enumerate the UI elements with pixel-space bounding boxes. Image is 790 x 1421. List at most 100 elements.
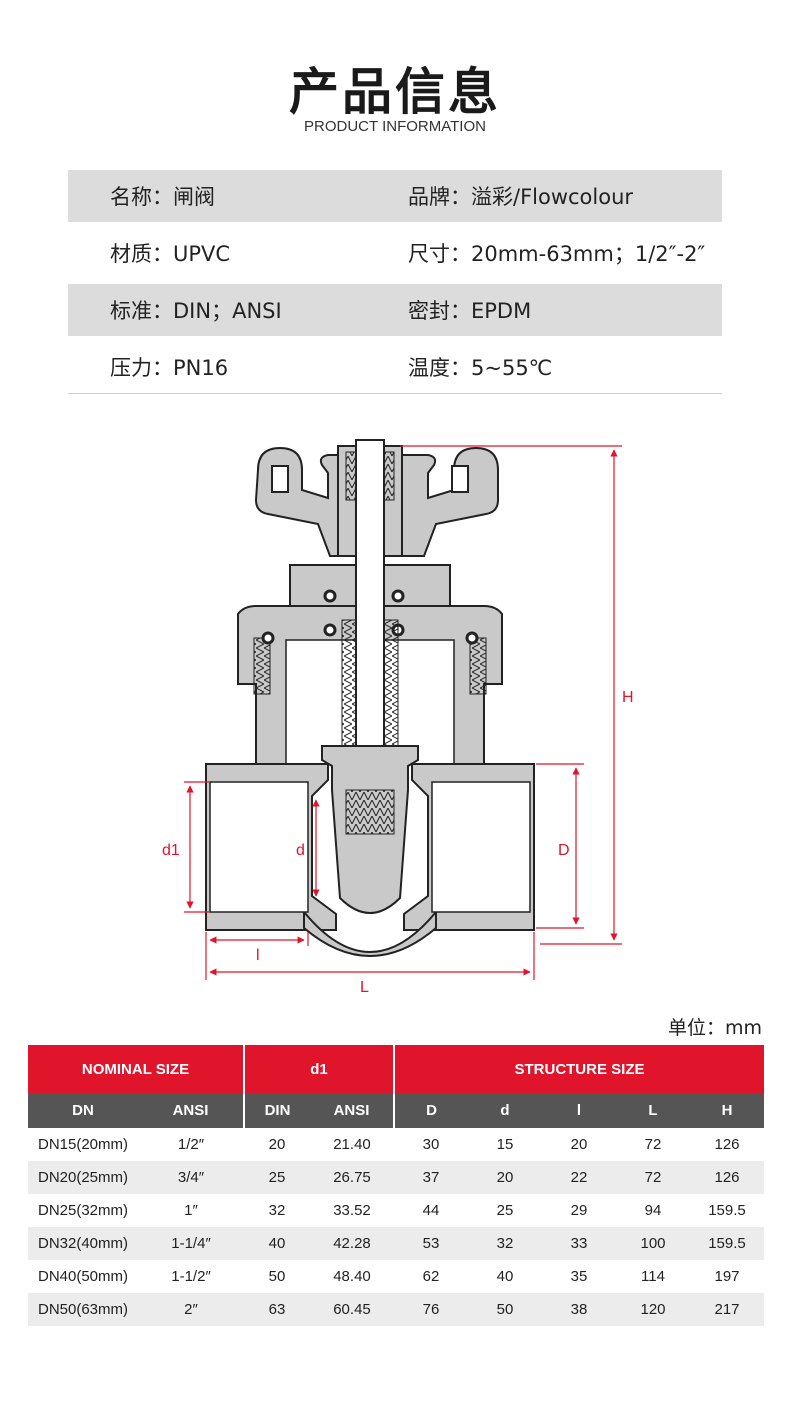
table-cell: 44 (422, 1202, 440, 1219)
bonnet-thread-left (253, 637, 271, 695)
table-cell: 25 (244, 1161, 310, 1194)
table-cell: 37 (394, 1161, 468, 1194)
o-ring-icon (323, 623, 337, 637)
col-header-H: H (690, 1093, 764, 1128)
table-cell: DN25(32mm) (37, 1202, 128, 1219)
table-cell: 50 (268, 1268, 286, 1285)
table-cell: DN20(25mm) (28, 1161, 138, 1194)
table-cell: 3/4″ (138, 1161, 244, 1194)
group-header-structure: STRUCTURE SIZE (393, 1045, 764, 1093)
o-ring-icon (465, 631, 479, 645)
table-cell: 1″ (184, 1202, 198, 1219)
table-cell: 100 (616, 1227, 690, 1260)
col-header-d1-ansi: ANSI (310, 1093, 394, 1128)
col-header-ansi: ANSI (138, 1093, 244, 1128)
table-cell: 63 (244, 1293, 310, 1326)
table-cell: 1/2″ (177, 1136, 205, 1153)
dim-label-H: H (622, 689, 634, 706)
spec-temperature: 温度：5~55℃ (408, 356, 553, 380)
spec-row: 压力：PN16 温度：5~55℃ (68, 341, 722, 394)
table-cell: 15 (496, 1136, 514, 1153)
spec-row: 材质：UPVC 尺寸：20mm-63mm；1/2″-2″ (68, 227, 722, 279)
table-cell: 20 (570, 1136, 588, 1153)
dim-label-D: D (558, 842, 570, 859)
dim-label-L: L (360, 979, 369, 995)
table-cell: 197 (714, 1268, 740, 1285)
dim-label-l: l (256, 947, 260, 964)
dim-label-d1: d1 (162, 842, 180, 859)
table-cell: 42.28 (310, 1227, 394, 1260)
col-header-din: DIN (243, 1093, 310, 1128)
table-row: DN50(63mm) 2″ 63 60.45 76 50 38 120 217 (28, 1293, 764, 1326)
spec-list: 名称：闸阀 品牌：溢彩/Flowcolour 材质：UPVC 尺寸：20mm-6… (68, 170, 722, 399)
col-header-d: d (468, 1093, 542, 1128)
spec-seal: 密封：EPDM (408, 299, 532, 323)
table-cell: 60.45 (310, 1293, 394, 1326)
spec-name: 名称：闸阀 (110, 185, 215, 209)
table-cell: 40 (244, 1227, 310, 1260)
size-table: NOMINAL SIZE d1 STRUCTURE SIZE DN ANSI D… (28, 1045, 764, 1326)
table-cell: 126 (690, 1161, 764, 1194)
table-row: DN32(40mm) 1-1/4″ 40 42.28 53 32 33 100 … (28, 1227, 764, 1260)
table-cell: 72 (616, 1161, 690, 1194)
col-header-L: L (616, 1093, 690, 1128)
table-cell: 53 (394, 1227, 468, 1260)
table-cell: 25 (496, 1202, 514, 1219)
table-cell: 40 (496, 1268, 514, 1285)
table-cell: 20 (468, 1161, 542, 1194)
group-header-nominal: NOMINAL SIZE (28, 1045, 244, 1093)
table-cell: 33 (542, 1227, 616, 1260)
table-row: DN15(20mm) 1/2″ 20 21.40 30 15 20 72 126 (28, 1128, 764, 1161)
dimension-lines (184, 445, 622, 980)
col-header-l: l (542, 1093, 616, 1128)
table-cell: 38 (542, 1293, 616, 1326)
table-cell: 72 (644, 1136, 662, 1153)
table-cell: 50 (468, 1293, 542, 1326)
table-cell: 20 (268, 1136, 286, 1153)
table-cell: 32 (268, 1202, 286, 1219)
spec-standard: 标准：DIN；ANSI (110, 299, 282, 323)
spec-size: 尺寸：20mm-63mm；1/2″-2″ (408, 242, 706, 266)
table-cell: DN50(63mm) (28, 1293, 138, 1326)
table-cell: DN15(20mm) (37, 1136, 128, 1153)
table-cell: 29 (570, 1202, 588, 1219)
o-ring-icon (261, 631, 275, 645)
unit-label: 单位：mm (667, 1017, 762, 1039)
table-cell: DN40(50mm) (37, 1268, 128, 1285)
valve-cross-section-diagram: H D d1 d l L (162, 439, 634, 995)
bonnet-thread-right (469, 637, 487, 695)
table-cell: 76 (394, 1293, 468, 1326)
table-cell: 159.5 (690, 1227, 764, 1260)
spec-pressure: 压力：PN16 (110, 356, 229, 380)
table-cell: 217 (690, 1293, 764, 1326)
table-cell: 33.52 (333, 1202, 371, 1219)
table-cell: DN32(40mm) (28, 1227, 138, 1260)
table-cell: 35 (570, 1268, 588, 1285)
table-cell: 30 (422, 1136, 440, 1153)
table-cell: 114 (641, 1268, 665, 1285)
table-cell: 1-1/4″ (138, 1227, 244, 1260)
table-cell: 2″ (138, 1293, 244, 1326)
table-row: DN25(32mm) 1″ 32 33.52 44 25 29 94 159.5 (28, 1194, 764, 1227)
table-cell: 1-1/2″ (171, 1268, 211, 1285)
o-ring-icon (391, 589, 405, 603)
table-row: DN40(50mm) 1-1/2″ 50 48.40 62 40 35 114 … (28, 1260, 764, 1293)
page-subtitle: PRODUCT INFORMATION (304, 118, 486, 135)
table-cell: 94 (644, 1202, 662, 1219)
spec-brand: 品牌：溢彩/Flowcolour (408, 185, 634, 209)
port-right (431, 781, 531, 913)
table-cell: 48.40 (333, 1268, 371, 1285)
port-left (209, 781, 309, 913)
table-cell: 159.5 (708, 1202, 746, 1219)
table-cell: 26.75 (310, 1161, 394, 1194)
dimension-labels: H D d1 d l L (162, 689, 634, 995)
o-ring-icon (323, 589, 337, 603)
spec-row: 名称：闸阀 品牌：溢彩/Flowcolour (68, 170, 722, 222)
spec-material: 材质：UPVC (110, 242, 231, 266)
group-header-d1: d1 (243, 1045, 394, 1093)
gate-nut-thread (345, 789, 395, 835)
dim-label-d: d (296, 842, 305, 859)
spec-row: 标准：DIN；ANSI 密封：EPDM (68, 284, 722, 336)
page-title: 产品信息 (289, 63, 501, 121)
table-row: DN20(25mm) 3/4″ 25 26.75 37 20 22 72 126 (28, 1161, 764, 1194)
